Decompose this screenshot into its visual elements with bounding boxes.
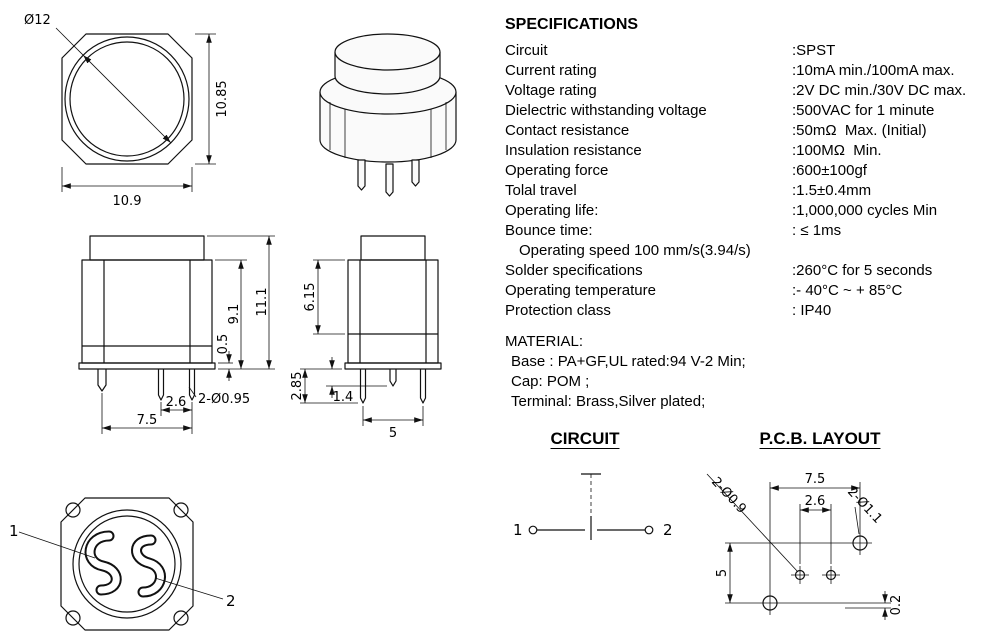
top-view-drawing: Ø12 10.85 10.9 [24,13,230,209]
dim-boss-length: 1.4 [333,390,354,405]
spec-label: Operating speed 100 mm/s(3.94/s) [519,242,751,259]
bottom-view-contacts [84,530,166,598]
spec-label: Circuit [505,42,548,59]
material-title: MATERIAL: [505,333,584,350]
material-section: MATERIAL: Base : PA+GF,UL rated:94 V-2 M… [505,332,746,412]
spec-value: :260°C for 5 seconds [792,262,933,279]
spec-label: Solder specifications [505,262,643,279]
spec-row: Operating force :600±100gf [505,161,997,181]
spec-value: :2V DC min./30V DC max. [792,82,967,99]
top-view-dimensions: Ø12 10.85 10.9 [24,13,230,209]
spec-value: : ≤ 1ms [792,222,842,239]
front-view-drawing: 9.1 11.1 0.5 2.6 7.5 2-Ø0.95 [78,235,275,434]
spec-value: :1.5±0.4mm [792,182,872,199]
spec-row: Insulation resistance :100MΩ Min. [505,141,997,161]
spec-label: Current rating [505,62,597,79]
spec-row: Dielectric withstanding voltage :500VAC f… [505,101,997,121]
side-view-drawing: 6.15 1.4 2.85 5 [290,235,442,441]
spec-value: :SPST [792,42,836,59]
dim-pad-pitch: 2.6 [805,494,826,509]
spec-label: Operating temperature [505,282,656,299]
spec-label: Bounce time: [505,222,593,239]
dim-row-pitch: 5 [389,426,397,441]
terminal-2-label: 2 [226,592,236,610]
dim-large-holes: 2-Ø1.1 [844,484,885,526]
bottom-view-drawing: 1 2 [9,497,236,631]
dim-upper-height: 6.15 [303,283,318,312]
spec-row: Circuit :SPST [505,41,997,61]
circuit-section-title: CIRCUIT [550,429,620,448]
dim-pad-row-pitch: 5 [715,569,730,577]
pcb-section-title: P.C.B. LAYOUT [759,429,881,448]
spec-label: Tolal travel [505,182,577,199]
dim-pin-span: 7.5 [137,413,158,428]
spec-value: :50mΩ Max. (Initial) [792,122,927,139]
spec-value: :500VAC for 1 minute [792,102,935,119]
spec-value [792,241,997,261]
dim-cap-diameter: Ø12 [24,13,51,28]
material-line: Cap: POM ; [511,373,590,390]
spec-label: Dielectric withstanding voltage [505,102,707,119]
material-line: Base : PA+GF,UL rated:94 V-2 Min; [511,353,746,370]
dim-pin-pitch: 2.6 [166,395,187,410]
top-view-body [61,33,193,165]
dim-body-height: 10.85 [215,80,230,117]
dim-pin-diameter: 2-Ø0.95 [198,392,250,407]
circuit-symbol: 1 2 [513,473,673,540]
spec-label: Operating force [505,162,609,179]
spec-row: Bounce time: : ≤ 1ms [505,221,997,241]
pcb-layout-drawing: 7.5 2.6 5 0.2 2-Ø0.9 2-Ø1.1 [706,472,904,620]
pcb-dimensions: 7.5 2.6 5 0.2 2-Ø0.9 2-Ø1.1 [706,472,904,620]
spec-row: Protection class : IP40 [505,301,997,321]
circuit-diagram: 1 2 [513,473,673,540]
dim-pad-offset: 0.2 [889,595,904,616]
spec-value: :- 40°C ~ + 85°C [792,282,903,299]
spec-row: Operating temperature :- 40°C ~ + 85°C [505,281,997,301]
bottom-view-body [60,497,194,631]
spec-row: Tolal travel :1.5±0.4mm [505,181,997,201]
dim-total-height: 11.1 [255,288,270,317]
spec-label: Protection class [505,302,611,319]
perspective-view [319,33,457,197]
spec-label: Operating life: [505,202,599,219]
perspective-body [319,33,457,197]
specifications-section: SPECIFICATIONS Circuit :SPST Current rati… [505,16,997,321]
side-view-body [344,235,442,404]
dim-pin-length: 2.85 [290,372,305,401]
spec-row: Operating speed 100 mm/s(3.94/s) [505,241,997,261]
front-view-dimensions: 9.1 11.1 0.5 2.6 7.5 2-Ø0.95 [101,235,275,434]
side-view-dimensions: 6.15 1.4 2.85 5 [290,259,424,441]
dim-body-height: 9.1 [227,304,242,325]
spec-row: Solder specifications :260°C for 5 second… [505,261,997,281]
pcb-pads [758,531,872,615]
spec-row: Voltage rating :2V DC min./30V DC max. [505,81,997,101]
bottom-view-labels: 1 2 [9,522,236,610]
spec-value: : IP40 [792,302,832,319]
spec-row: Operating life: :1,000,000 cycles Min [505,201,997,221]
dim-base-step: 0.5 [216,334,231,355]
spec-label: Contact resistance [505,122,630,139]
specifications-title: SPECIFICATIONS [505,16,639,33]
front-view-body [78,235,216,401]
circuit-terminal-1-label: 1 [513,521,523,539]
material-line: Terminal: Brass,Silver plated; [511,393,706,410]
terminal-1-label: 1 [9,522,19,540]
spec-label: Voltage rating [505,82,597,99]
spec-value: :1,000,000 cycles Min [792,202,938,219]
dim-pad-span: 7.5 [805,472,826,487]
spec-value: :100MΩ Min. [792,142,882,159]
spec-value: :600±100gf [792,162,867,179]
dim-small-holes: 2-Ø0.9 [708,474,749,516]
spec-row: Current rating :10mA min./100mA max. [505,61,997,81]
circuit-terminal-2-label: 2 [663,521,673,539]
spec-row: Contact resistance :50mΩ Max. (Initial) [505,121,997,141]
spec-value: :10mA min./100mA max. [792,62,955,79]
dim-body-width: 10.9 [113,194,142,209]
spec-label: Insulation resistance [505,142,642,159]
